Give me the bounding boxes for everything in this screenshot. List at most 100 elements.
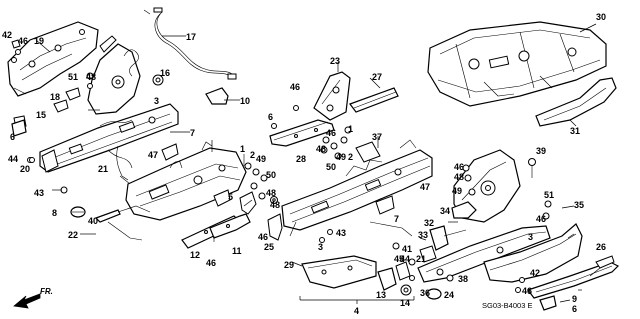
callout-46-e: 46: [326, 128, 336, 138]
callout-46-c: 46: [206, 258, 216, 268]
trim-strip-part-9: [527, 261, 620, 299]
release-cable-part: [143, 7, 237, 80]
bolt-part-44-left: [29, 157, 35, 163]
cover-part-28: [269, 119, 335, 147]
bracket-part-47: [161, 143, 179, 161]
callout-16: 16: [160, 68, 170, 78]
washer-part-48-left: [270, 196, 278, 204]
callout-8: 8: [52, 208, 57, 218]
callout-29: 29: [284, 260, 294, 270]
callout-50-a: 50: [266, 170, 276, 180]
callout-44-a: 44: [8, 154, 18, 164]
callout-34: 34: [440, 206, 450, 216]
callout-42-b: 42: [530, 268, 540, 278]
group-bracket-4: [299, 296, 415, 304]
callout-28: 28: [296, 154, 306, 164]
recliner-arm-part: [87, 35, 141, 115]
bolt-part-39: [528, 158, 536, 178]
callout-47-a: 47: [148, 150, 158, 160]
bracket-part-25: [267, 213, 283, 241]
callout-42: 42: [2, 30, 12, 40]
cover-strip-part-11: [209, 213, 251, 242]
callout-27: 27: [372, 72, 382, 82]
callout-43-b: 43: [336, 228, 346, 238]
callout-39: 39: [536, 146, 546, 156]
callout-49-b: 49: [336, 152, 346, 162]
callout-6-b: 6: [268, 112, 273, 122]
bolts-group-41-43: [319, 229, 400, 250]
drawing-code: SG03-B4003 E: [482, 301, 532, 310]
callout-48-a: 48: [86, 72, 96, 82]
callout-49-a: 49: [256, 154, 266, 164]
callout-2-a: 2: [250, 150, 255, 160]
callout-46-g: 46: [536, 214, 546, 224]
bolts-group-center: [243, 154, 268, 200]
bracket-part-10: [205, 87, 229, 105]
callout-26: 26: [596, 242, 606, 252]
cover-part-27: [349, 87, 399, 113]
callout-21-b: 21: [416, 254, 426, 264]
lower-rail-part-29: [301, 255, 377, 289]
callout-47-b: 47: [420, 182, 430, 192]
actuator-part-45: [395, 261, 411, 281]
callout-41: 41: [402, 244, 412, 254]
callout-19: 19: [34, 36, 44, 46]
callout-24: 24: [444, 290, 454, 300]
callout-2-b: 2: [348, 152, 353, 162]
callout-3-c: 3: [528, 232, 533, 242]
right-seat-track-part: [281, 139, 433, 237]
link-rod-part-7: [369, 221, 413, 237]
actuator-part-13: [377, 267, 397, 291]
callout-45: 45: [394, 254, 404, 264]
callout-33: 33: [418, 230, 428, 240]
seat-back-frame-part: [7, 21, 99, 97]
back-hinge-part-23: [313, 71, 351, 121]
callout-13: 13: [376, 290, 386, 300]
callout-48-e: 48: [454, 172, 464, 182]
callout-36: 36: [420, 288, 430, 298]
callout-12: 12: [190, 250, 200, 260]
washers-center: [320, 126, 352, 160]
callout-4: 4: [354, 306, 359, 316]
callout-46-d: 46: [290, 82, 300, 92]
callout-1-b: 1: [348, 124, 353, 134]
callout-51: 51: [68, 72, 78, 82]
lever-handle-part-8: [94, 205, 151, 241]
callout-7-a: 7: [190, 128, 195, 138]
callout-30: 30: [596, 12, 606, 22]
callout-25: 25: [264, 242, 274, 252]
callout-51-b: 51: [544, 190, 554, 200]
knob-part-40: [70, 206, 86, 218]
callout-48-c: 48: [316, 144, 326, 154]
bolt-part-51-right: [542, 200, 552, 220]
callout-15: 15: [36, 110, 46, 120]
callout-23: 23: [330, 56, 340, 66]
front-direction-arrow: FR.: [13, 287, 53, 309]
nut-part-14: [400, 284, 412, 296]
callout-17: 17: [186, 32, 196, 42]
callout-5: 5: [228, 192, 233, 202]
callout-38: 38: [458, 274, 468, 284]
direction-label: FR.: [40, 287, 53, 296]
callout-32: 32: [424, 218, 434, 228]
clip-part-6-left: [11, 119, 27, 137]
callout-14: 14: [400, 298, 410, 308]
callout-31: 31: [570, 126, 580, 136]
callout-3-b: 3: [318, 242, 323, 252]
callout-50-b: 50: [326, 162, 336, 172]
callout-18: 18: [50, 92, 60, 102]
callout-35: 35: [574, 200, 584, 210]
callout-40: 40: [88, 216, 98, 226]
callout-44-b: 44: [400, 254, 410, 264]
callout-46: 46: [18, 36, 28, 46]
callout-46-f: 46: [454, 162, 464, 172]
callout-46-b: 46: [258, 232, 268, 242]
callout-6-a: 6: [10, 132, 15, 142]
side-cover-part-31: [535, 77, 617, 127]
bolt-part-42-left: [11, 39, 21, 49]
callout-9: 9: [572, 294, 577, 304]
callout-22: 22: [68, 230, 78, 240]
callout-48-b: 48: [266, 188, 276, 198]
callout-6-c: 6: [572, 304, 577, 314]
